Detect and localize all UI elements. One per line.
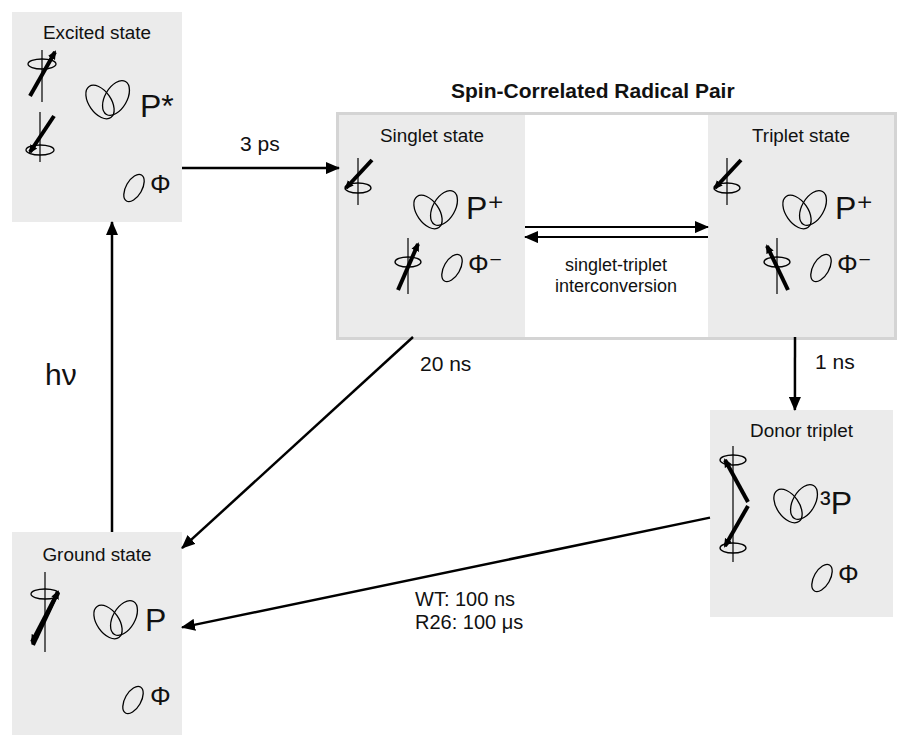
state-box: Donor triplet ³P Φ — [710, 410, 893, 617]
state-box: Ground stateP Φ — [12, 532, 182, 735]
species-label: Φ — [838, 560, 859, 590]
state-title: Singlet state — [339, 125, 525, 147]
species-label: Φ — [150, 170, 171, 200]
state-title: Donor triplet — [710, 420, 893, 442]
state-title: Triplet state — [708, 125, 894, 147]
edge-label: 1 ns — [815, 350, 855, 374]
species-label: P* — [140, 88, 174, 125]
species-label: ³P — [820, 485, 852, 522]
edge-label: WT: 100 ns R26: 100 μs — [415, 588, 545, 634]
state-title: Excited state — [12, 22, 182, 44]
edge-label: 3 ps — [240, 132, 280, 156]
arrow-connector — [182, 167, 339, 170]
edge-label: singlet-triplet interconversion — [536, 255, 696, 296]
arrow-connector — [182, 518, 710, 628]
species-label: Φ⁻ — [837, 250, 871, 280]
state-box: Excited stateP* Φ — [12, 12, 182, 222]
arrow-connector — [111, 222, 114, 532]
state-box: Singlet stateP⁺ Φ⁻ — [339, 115, 525, 337]
species-label: P⁺ — [466, 190, 504, 227]
arrow-connector — [525, 236, 708, 238]
arrow-connector — [525, 226, 708, 228]
group-heading: Spin-Correlated Radical Pair — [451, 79, 735, 103]
arrow-connector — [794, 337, 797, 410]
species-label: Φ⁻ — [468, 250, 502, 280]
arrow-connector — [182, 337, 413, 548]
edge-label: hν — [45, 358, 77, 393]
edge-label: 20 ns — [420, 352, 471, 376]
state-box: Triplet stateP⁺ Φ⁻ — [708, 115, 894, 337]
species-label: Φ — [150, 682, 171, 712]
group-box: Spin-Correlated Radical PairSinglet stat… — [336, 112, 897, 340]
state-title: Ground state — [12, 544, 182, 566]
species-label: P — [145, 602, 166, 639]
species-label: P⁺ — [835, 190, 873, 227]
